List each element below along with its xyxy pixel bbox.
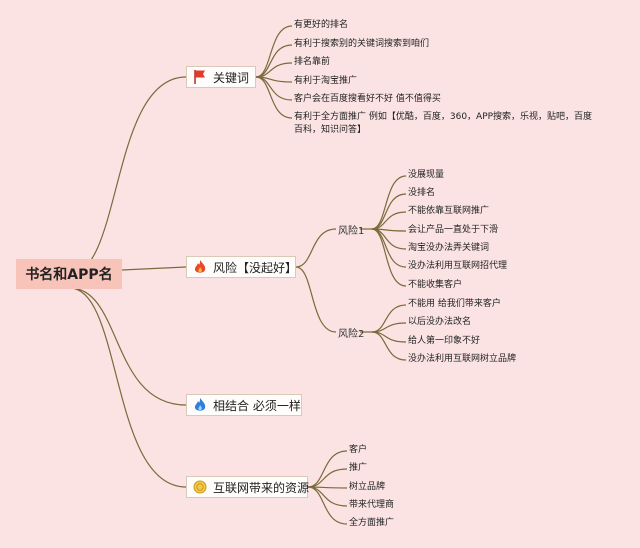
leaf-resource[interactable]: 带来代理商 <box>349 500 395 510</box>
leaf-risk1[interactable]: 不能依靠互联网推广 <box>408 206 490 216</box>
branch-label: 风险【没起好】 <box>213 260 298 275</box>
leaf-resource[interactable]: 客户 <box>349 445 368 455</box>
edge-risk2-leaf <box>371 304 407 333</box>
leaf-keyword[interactable]: 有利于淘宝推广 <box>294 76 358 86</box>
leaf-resource[interactable]: 树立品牌 <box>349 482 386 492</box>
fire-icon <box>193 259 207 275</box>
branch-label: 关键词 <box>213 70 250 85</box>
leaf-risk2[interactable]: 给人第一印象不好 <box>408 336 481 346</box>
edge-keyword-leaf <box>255 25 293 78</box>
branch-keywords[interactable]: 关键词 <box>186 66 256 88</box>
leaf-risk2[interactable]: 没办法利用互联网树立品牌 <box>408 354 517 364</box>
sub-risk-2[interactable]: 风险2 <box>338 329 365 340</box>
leaf-resource[interactable]: 全方面推广 <box>349 518 395 528</box>
leaf-resource[interactable]: 推广 <box>349 463 368 473</box>
edge-root-branch <box>69 287 187 406</box>
leaf-risk1[interactable]: 不能收集客户 <box>408 280 463 290</box>
leaf-keyword[interactable]: 有利于搜索别的关键词搜索到咱们 <box>294 39 430 49</box>
leaf-risk1[interactable]: 没展现量 <box>408 170 445 180</box>
branch-label: 互联网带来的资源 <box>213 480 310 495</box>
edge-risk2-leaf <box>371 331 407 361</box>
leaf-risk1[interactable]: 没排名 <box>408 188 436 198</box>
root-label: 书名和APP名 <box>25 267 113 283</box>
edge-risk-sub <box>295 266 337 333</box>
leaf-risk2[interactable]: 以后没办法改名 <box>408 317 472 327</box>
edge-root-branch <box>69 76 187 275</box>
edge-keyword-leaf <box>255 76 293 119</box>
leaf-risk2[interactable]: 不能用 给我们带来客户 <box>408 299 501 309</box>
root-node[interactable]: 书名和APP名 <box>16 259 122 289</box>
edge-resource-leaf <box>307 468 348 488</box>
edge-resource-leaf <box>307 486 348 507</box>
red-flag-icon <box>193 69 207 85</box>
leaf-risk1[interactable]: 会让产品一直处于下滑 <box>408 225 499 235</box>
edge-resource-leaf <box>307 486 348 525</box>
branch-combine[interactable]: 相结合 必须一样 <box>186 394 302 416</box>
branch-risk[interactable]: 风险【没起好】 <box>186 256 298 278</box>
blue-flame-icon <box>193 397 207 413</box>
sub-risk-1[interactable]: 风险1 <box>338 226 365 237</box>
edge-risk-sub <box>295 228 337 268</box>
branch-label: 相结合 必须一样 <box>213 398 301 413</box>
leaf-risk1[interactable]: 没办法利用互联网招代理 <box>408 261 508 271</box>
edge-root-branch <box>69 287 187 488</box>
edge-root-branch <box>121 266 187 271</box>
leaf-keyword[interactable]: 有更好的排名 <box>294 20 349 30</box>
edge-risk1-leaf <box>371 228 407 287</box>
branch-resources[interactable]: 互联网带来的资源 <box>186 476 310 498</box>
medal-icon <box>193 479 207 495</box>
leaf-keyword[interactable]: 排名靠前 <box>294 57 331 67</box>
leaf-keyword[interactable]: 有利于全方面推广 例如【优酷，百度，360，APP搜索，乐视，贴吧，百度百科，知… <box>294 112 593 135</box>
edge-keyword-leaf <box>255 44 293 78</box>
edge-risk1-leaf <box>371 193 407 230</box>
edge-risk1-leaf <box>371 175 407 230</box>
leaf-keyword[interactable]: 客户会在百度搜看好不好 值不值得买 <box>294 94 441 104</box>
leaf-risk1[interactable]: 淘宝没办法弄关键词 <box>408 243 490 253</box>
